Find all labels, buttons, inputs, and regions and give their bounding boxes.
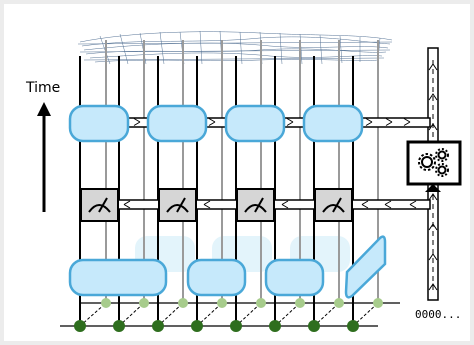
time-arrow [37, 102, 51, 212]
meter-icon [158, 188, 197, 222]
time-axis-label: Time [26, 80, 61, 96]
classical-bits-output: 0000... [415, 308, 462, 321]
back-nodes [101, 298, 383, 308]
meter-icon [314, 188, 353, 222]
gate-row-upper [68, 104, 364, 143]
meter-icon [236, 188, 275, 222]
measurement-boxes [80, 188, 353, 222]
classical-computer-icon [406, 140, 462, 192]
qubit-nodes [74, 320, 359, 332]
gate-row-lower [68, 235, 387, 299]
meter-icon [80, 188, 119, 222]
gear-icon [418, 148, 449, 177]
